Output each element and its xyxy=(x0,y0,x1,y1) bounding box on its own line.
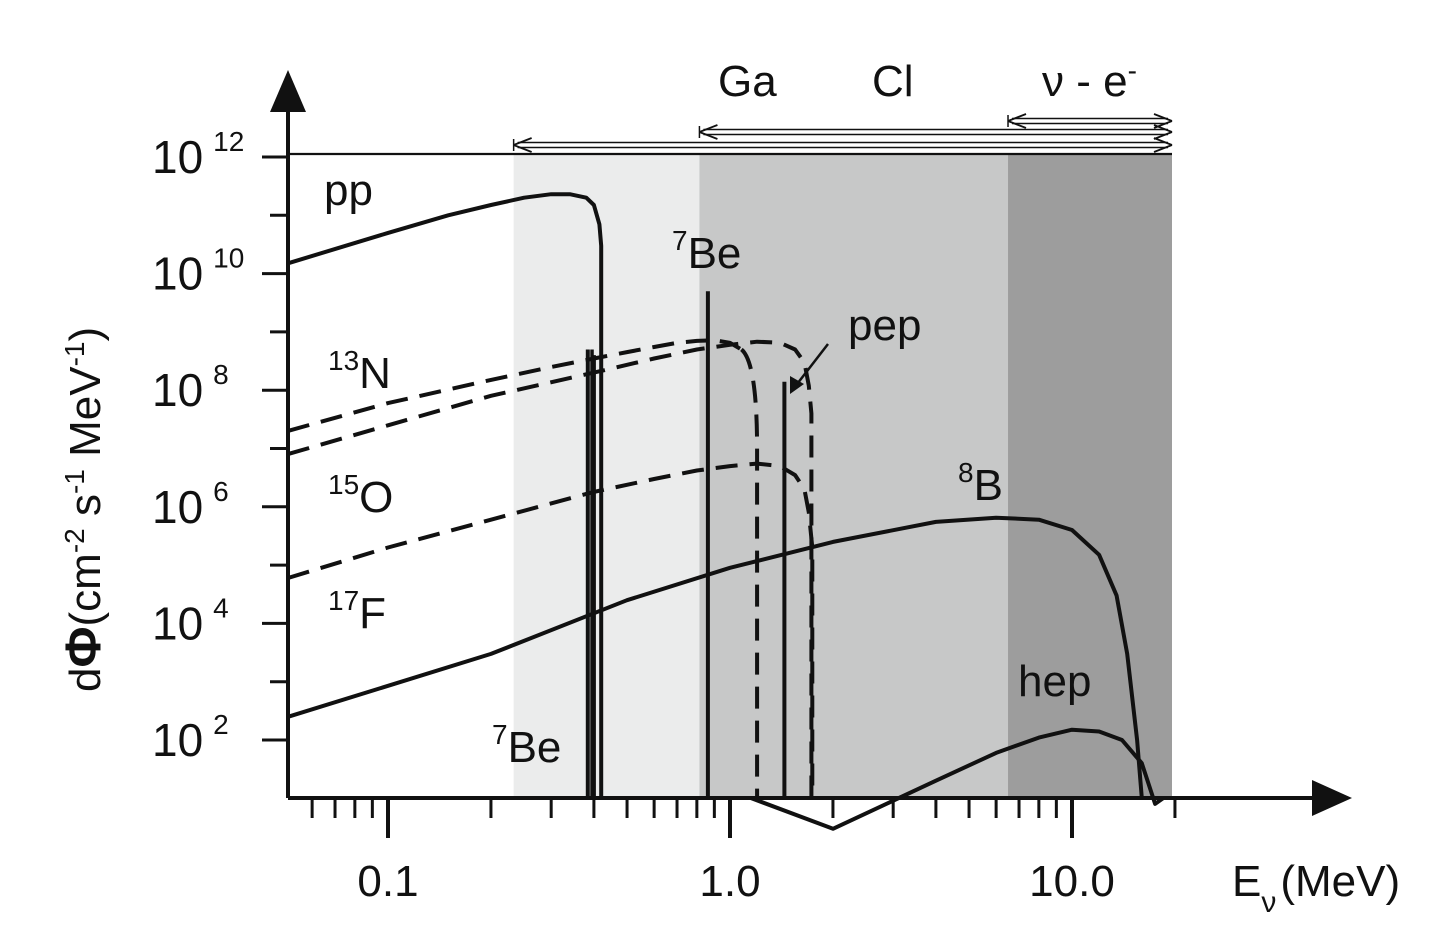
series-17F-3 xyxy=(287,461,815,798)
x-tick-label-0: 0.1 xyxy=(357,857,418,906)
annotation-3: 15O xyxy=(328,469,393,522)
series-13N-cutoff xyxy=(739,347,760,798)
series-pp-0 xyxy=(287,192,604,798)
labels: pp 7Be 13N 15O 17F 8B hep pep 7Be xyxy=(324,166,1091,772)
pep-arrow-line xyxy=(793,343,829,389)
y-axis-arrow xyxy=(270,70,306,112)
threshold-arrows: Ga Cl ν - e- xyxy=(512,55,1173,153)
annotation-0: pp xyxy=(324,166,373,215)
annotation-6: hep xyxy=(1018,657,1091,706)
annotation-5: 8B xyxy=(958,457,1003,510)
arrow-head-left-0 xyxy=(513,137,532,153)
band-label-0: Ga xyxy=(718,57,777,106)
annotation-1: 7Be xyxy=(672,225,741,278)
arrow-head-right-0 xyxy=(1153,137,1173,153)
annotation-8: 7Be xyxy=(492,719,561,772)
threshold-bands xyxy=(288,152,1172,798)
band-label-2: ν - e- xyxy=(1042,55,1137,106)
x-axis-label: Eν(MeV) xyxy=(1232,857,1400,919)
arrow-head-left-2 xyxy=(1007,113,1027,129)
y-axis-label: dΦ(cm-2 s-1 MeV-1) xyxy=(55,327,111,692)
arrow-head-right-2 xyxy=(1153,113,1173,129)
series-15O-2 xyxy=(287,339,814,798)
x-tick-label-2: 10.0 xyxy=(1029,857,1115,906)
annotation-7: pep xyxy=(848,301,921,350)
annotation-4: 17F xyxy=(328,585,386,638)
series-8B-4 xyxy=(287,515,1144,799)
annotation-2: 13N xyxy=(328,345,391,398)
pep-arrow-head xyxy=(790,376,804,394)
series-13N-1 xyxy=(287,338,743,433)
band-label-1: Cl xyxy=(872,57,914,106)
band-2 xyxy=(1008,154,1172,798)
x-axis-arrow xyxy=(1312,780,1352,816)
flux-curves xyxy=(287,192,1165,831)
x-tick-label-1: 1.0 xyxy=(699,857,760,906)
arrow-head-left-1 xyxy=(699,124,718,140)
